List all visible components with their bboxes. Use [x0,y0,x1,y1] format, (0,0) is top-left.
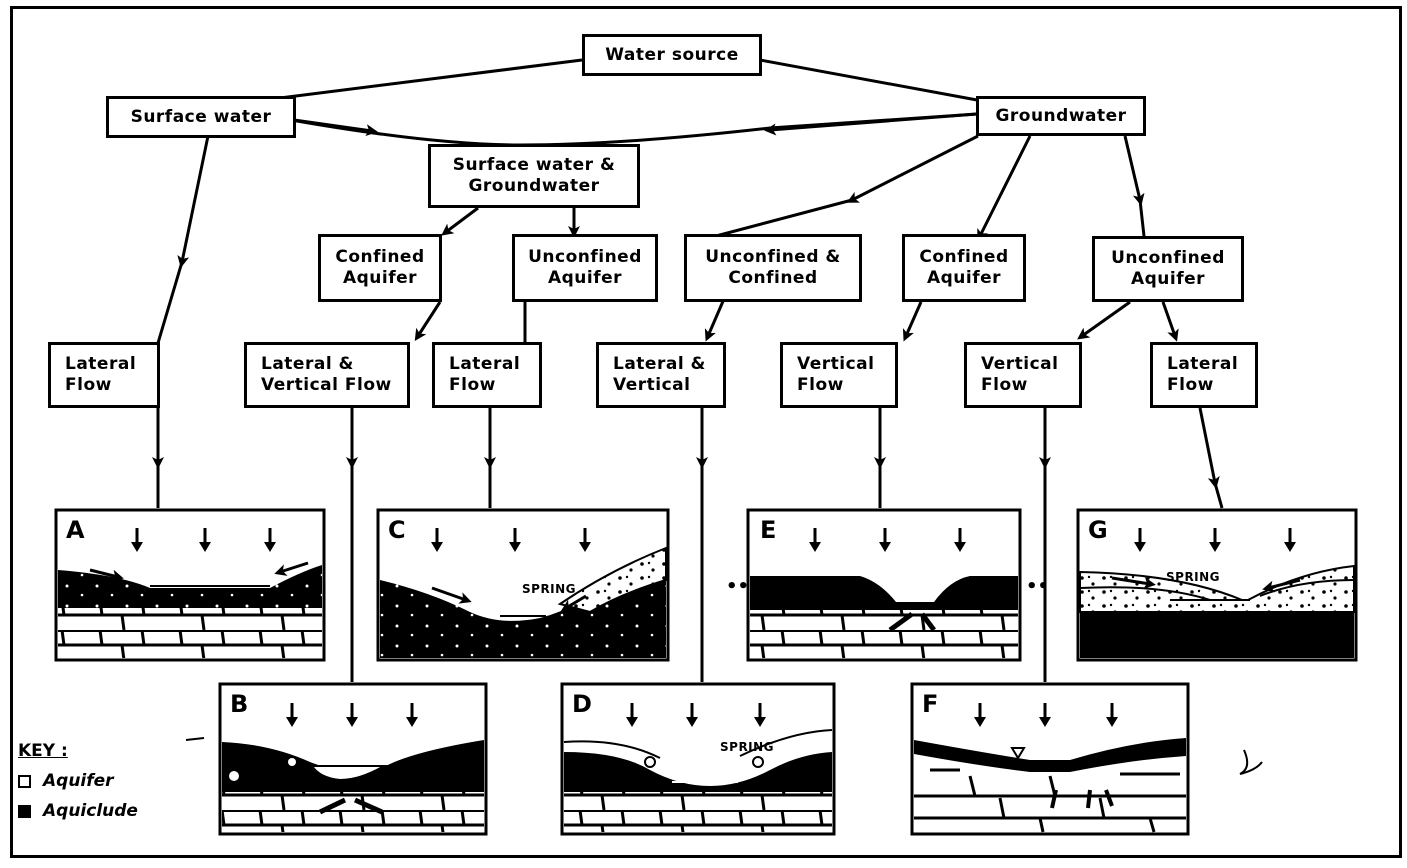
aquiclude-swatch-icon [18,804,31,818]
panel-f-illustration [910,682,1190,836]
node-lateral-vertical-d: Lateral &Vertical [596,342,726,408]
node-groundwater: Groundwater [976,96,1146,136]
node-surface-water: Surface water [106,96,296,138]
stray-marks [185,737,1263,775]
panel-e-label: E [760,516,777,544]
spring-label-c: SPRING [522,582,577,596]
node-lateral-vertical-flow-b: Lateral &Vertical Flow [244,342,410,408]
aquifer-swatch-icon [18,774,31,788]
svg-text:••: •• [726,576,749,597]
panel-a-illustration [54,508,326,662]
node-water-source: Water source [582,34,762,76]
legend-item-aquifer: Aquifer [18,766,138,796]
legend-key: KEY : Aquifer Aquiclude [18,736,138,826]
node-surface-and-groundwater: Surface water &Groundwater [428,144,640,208]
node-unconfined-and-confined: Unconfined &Confined [684,234,862,302]
panel-b-illustration [218,682,488,836]
panel-e-illustration: •• •• [726,508,1049,662]
panel-d-illustration [560,682,836,836]
panel-g-label: G [1088,516,1108,544]
panel-g-illustration [1076,508,1358,662]
svg-text:••: •• [1026,576,1049,597]
panel-c-illustration [376,508,670,662]
panel-c-label: C [388,516,406,544]
connector-lines [152,58,1224,682]
legend-title: KEY : [18,741,68,761]
diagram-frame [10,6,1402,858]
legend-item-aquiclude: Aquiclude [18,796,138,826]
spring-label-g: SPRING [1166,570,1221,584]
panel-b-label: B [230,690,249,718]
legend-label-aquifer: Aquifer [43,771,114,791]
panel-a-label: A [66,516,85,544]
panel-f-label: F [922,690,939,718]
legend-label-aquiclude: Aquiclude [43,801,138,821]
panel-d-label: D [572,690,592,718]
spring-label-d: SPRING [720,740,775,754]
